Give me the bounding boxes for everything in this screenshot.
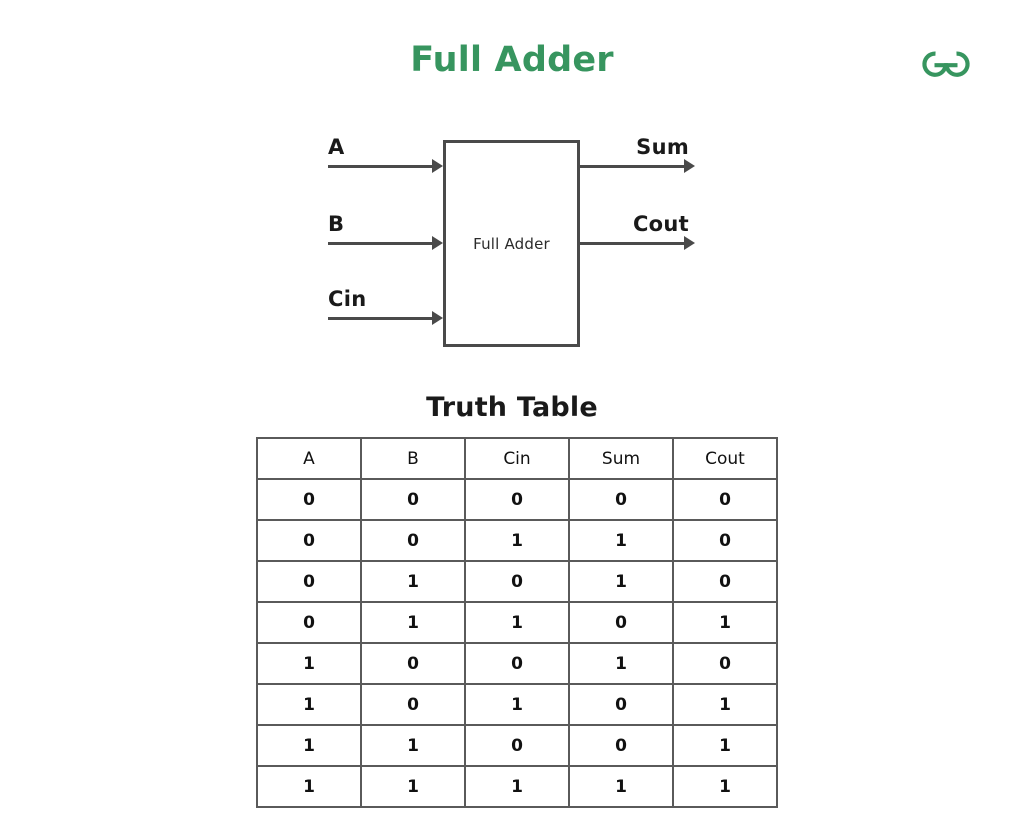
cell-cin-7: 1	[464, 765, 570, 808]
cell-sum-4: 1	[568, 642, 674, 685]
truth-table-heading: Truth Table	[426, 392, 598, 423]
input-a-label: A	[328, 135, 345, 159]
input-b-arrowhead	[432, 236, 443, 250]
cell-b-5: 0	[360, 683, 466, 726]
full-adder-block-label: Full Adder	[473, 234, 550, 253]
output-cout-arrowhead	[684, 236, 695, 250]
output-sum-label: Sum	[636, 135, 689, 159]
cell-a-1: 0	[256, 519, 362, 562]
input-b-line	[328, 242, 432, 245]
cell-sum-6: 0	[568, 724, 674, 767]
column-header-cin: Cin	[464, 437, 570, 480]
cell-sum-2: 1	[568, 560, 674, 603]
cell-cout-3: 1	[672, 601, 778, 644]
input-a-signal: A	[328, 135, 443, 176]
cell-sum-5: 0	[568, 683, 674, 726]
input-cin-line	[328, 317, 432, 320]
cell-cin-6: 0	[464, 724, 570, 767]
cell-cout-5: 1	[672, 683, 778, 726]
cell-cin-1: 1	[464, 519, 570, 562]
cell-cout-6: 1	[672, 724, 778, 767]
cell-a-4: 1	[256, 642, 362, 685]
input-b-label: B	[328, 212, 345, 236]
output-sum-signal: Sum	[580, 135, 695, 176]
input-cin-label: Cin	[328, 287, 367, 311]
cell-b-4: 0	[360, 642, 466, 685]
cell-b-7: 1	[360, 765, 466, 808]
input-cin-arrowhead	[432, 311, 443, 325]
cell-b-1: 0	[360, 519, 466, 562]
output-cout-line	[580, 242, 684, 245]
cell-b-2: 1	[360, 560, 466, 603]
block-diagram: Full Adder A B Cin Sum Cout	[0, 120, 1024, 370]
cell-sum-0: 0	[568, 478, 674, 521]
cell-b-0: 0	[360, 478, 466, 521]
cell-a-0: 0	[256, 478, 362, 521]
input-b-signal: B	[328, 212, 443, 253]
cell-cout-0: 0	[672, 478, 778, 521]
cell-sum-3: 0	[568, 601, 674, 644]
output-sum-line	[580, 165, 684, 168]
input-a-arrowhead	[432, 159, 443, 173]
cell-b-6: 1	[360, 724, 466, 767]
cell-cin-5: 1	[464, 683, 570, 726]
cell-cout-2: 0	[672, 560, 778, 603]
cell-a-3: 0	[256, 601, 362, 644]
cell-a-2: 0	[256, 560, 362, 603]
column-header-sum: Sum	[568, 437, 674, 480]
cell-cin-3: 1	[464, 601, 570, 644]
cell-cout-4: 0	[672, 642, 778, 685]
page-title: Full Adder	[410, 40, 614, 80]
column-header-b: B	[360, 437, 466, 480]
input-cin-signal: Cin	[328, 287, 443, 328]
output-cout-signal: Cout	[580, 212, 695, 253]
output-cout-label: Cout	[632, 212, 689, 236]
cell-sum-7: 1	[568, 765, 674, 808]
input-a-line	[328, 165, 432, 168]
cell-cin-2: 0	[464, 560, 570, 603]
cell-b-3: 1	[360, 601, 466, 644]
cell-a-5: 1	[256, 683, 362, 726]
cell-a-7: 1	[256, 765, 362, 808]
column-header-cout: Cout	[672, 437, 778, 480]
cell-sum-1: 1	[568, 519, 674, 562]
output-sum-arrowhead	[684, 159, 695, 173]
cell-a-6: 1	[256, 724, 362, 767]
column-header-a: A	[256, 437, 362, 480]
geeksforgeeks-logo	[915, 44, 977, 86]
cell-cin-0: 0	[464, 478, 570, 521]
full-adder-block: Full Adder	[443, 140, 580, 347]
cell-cin-4: 0	[464, 642, 570, 685]
cell-cout-1: 0	[672, 519, 778, 562]
cell-cout-7: 1	[672, 765, 778, 808]
